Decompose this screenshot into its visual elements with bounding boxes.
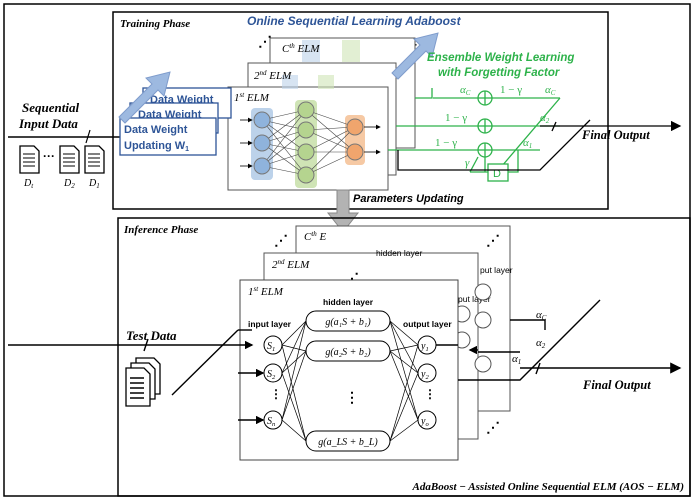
alpha-2-label: α2 <box>540 112 550 125</box>
blue-arrow-right <box>391 32 439 80</box>
test-data-label: Test Data <box>126 328 177 343</box>
delay-label: D <box>493 168 501 180</box>
parameters-updating-label: Parameters Updating <box>353 193 464 205</box>
elm-c-hidden-stripe <box>342 40 360 62</box>
alpha-c-right: αC <box>545 84 556 97</box>
elm-c-input-stripe <box>302 40 320 62</box>
hidden-layer-label: hidden layer <box>323 297 374 307</box>
inf-elm-c-output: put layer <box>480 265 513 275</box>
input-node-2-label: S2 <box>267 369 276 381</box>
hidden-node-2 <box>305 340 391 362</box>
test-data-lines <box>8 329 265 425</box>
input-node-n-label: Sn <box>267 416 275 428</box>
online-sequential-label: Online Sequential Learning Adaboost <box>247 14 462 28</box>
hidden-nodes: g(a₁S + b₁) g(a₂S + b₂) g(a_LS + b_L) ⋮ <box>305 310 391 452</box>
doc-label-t: Dt <box>23 178 34 190</box>
alpha-c-left: αC <box>460 84 471 97</box>
blue-arrow-left <box>118 71 171 124</box>
inference-phase: Inference Phase Cth E hidden layer 2nd E… <box>8 217 691 497</box>
data-weight-stack: Data Weight Data Weight Data Weight Upda… <box>119 87 232 156</box>
output-nodes: y1 y2 yo ⋮ <box>417 335 437 430</box>
inf-elm-c-label: Cth E <box>304 230 327 243</box>
ensemble-label-1: Ensemble Weight Learning <box>427 52 574 64</box>
training-final-output: Final Output <box>581 128 650 142</box>
alpha-1-label: α1 <box>523 137 532 150</box>
updating-w1-label: Updating W1 <box>124 140 189 153</box>
document-icon-t <box>19 145 40 174</box>
hidden-node-2-label: g(a₂S + b₂) <box>325 347 371 358</box>
input-node-1-label: S1 <box>267 341 275 353</box>
elm-1-label: 1st ELM <box>234 91 270 104</box>
hidden-node-L <box>305 430 391 452</box>
inf-ellipsis-top: ⋰ <box>274 232 288 248</box>
output-ellipsis: ⋮ <box>424 387 436 401</box>
training-output-lines <box>397 119 682 171</box>
output-node-1-label: y1 <box>420 341 429 353</box>
input-node-1 <box>263 335 283 355</box>
sequential-label: Sequential <box>22 100 79 115</box>
output-node-2-label: y2 <box>420 369 429 381</box>
adder-nodes <box>477 90 493 158</box>
hidden-node-1-label: g(a₁S + b₁) <box>325 317 371 328</box>
documents-ellipsis: ··· <box>43 149 55 163</box>
input-layer-label: input layer <box>248 319 292 329</box>
output-node-2 <box>417 363 437 383</box>
inf-network-connections <box>281 320 419 442</box>
elm-2-hidden-stripe <box>318 75 334 89</box>
hidden-node-1 <box>305 310 391 332</box>
inference-phase-box <box>117 217 691 497</box>
elm-2-input-stripe <box>282 75 298 89</box>
inference-phase-title: Inference Phase <box>123 224 198 236</box>
doc-label-1: D1 <box>88 178 100 190</box>
document-icon-1 <box>84 145 105 174</box>
ellipsis-top-right: · <box>414 37 418 51</box>
gamma-label: γ <box>465 157 470 169</box>
inf-ellipsis-right-bottom: ⋰ <box>486 419 500 435</box>
doc-label-2: D2 <box>63 178 75 190</box>
one-minus-gamma-c: 1 − γ <box>500 84 522 96</box>
input-data-label: Input Data <box>18 116 78 131</box>
ellipsis-top-left: ⋰ <box>258 33 272 49</box>
inf-elm-2-label: 2nd ELM <box>272 258 310 271</box>
inf-elm-c-hidden: hidden layer <box>376 248 422 258</box>
footer-caption: AdaBoost − Assisted Online Sequential EL… <box>412 481 684 493</box>
ensemble-label-2: with Forgetting Factor <box>438 67 560 79</box>
input-nodes: S1 S2 Sn ⋮ <box>263 335 283 430</box>
output-node-o <box>417 410 437 430</box>
data-weight-box-front <box>119 117 217 156</box>
document-icon-2 <box>59 145 80 174</box>
output-layer-label: output layer <box>403 319 452 329</box>
inference-output-lines <box>436 299 682 381</box>
output-node-o-label: yo <box>420 416 429 428</box>
one-minus-gamma-1: 1 − γ <box>435 137 457 149</box>
elm-2-label: 2nd ELM <box>254 69 292 82</box>
inf-ellipsis-right-top: ⋰ <box>486 232 500 248</box>
test-data-documents <box>125 357 161 407</box>
parameters-updating-arrow <box>326 189 360 233</box>
inf-alpha-c: αC <box>536 309 547 322</box>
hidden-ellipsis: ⋮ <box>345 389 359 405</box>
inference-final-output: Final Output <box>582 378 651 392</box>
elm-1-network <box>240 100 381 188</box>
data-weight-front-label: Data Weight <box>124 124 188 136</box>
inf-alpha-2: α2 <box>536 337 546 350</box>
one-minus-gamma-2: 1 − γ <box>445 112 467 124</box>
hidden-node-L-label: g(a_LS + b_L) <box>318 437 378 448</box>
input-slash-mark <box>85 129 91 144</box>
training-phase: Training Phase Online Sequential Learnin… <box>8 11 682 233</box>
inf-elm-2-output: put layer <box>458 294 491 304</box>
training-phase-title: Training Phase <box>120 18 190 30</box>
data-documents: ··· Dt D2 D1 <box>19 145 105 190</box>
inf-alpha-1: α1 <box>512 353 521 366</box>
elm-c-label: Cth ELM <box>282 42 320 55</box>
ensemble-lines <box>388 88 561 181</box>
inf-elm-1-label: 1st ELM <box>248 285 284 298</box>
input-ellipsis: ⋮ <box>270 387 282 401</box>
